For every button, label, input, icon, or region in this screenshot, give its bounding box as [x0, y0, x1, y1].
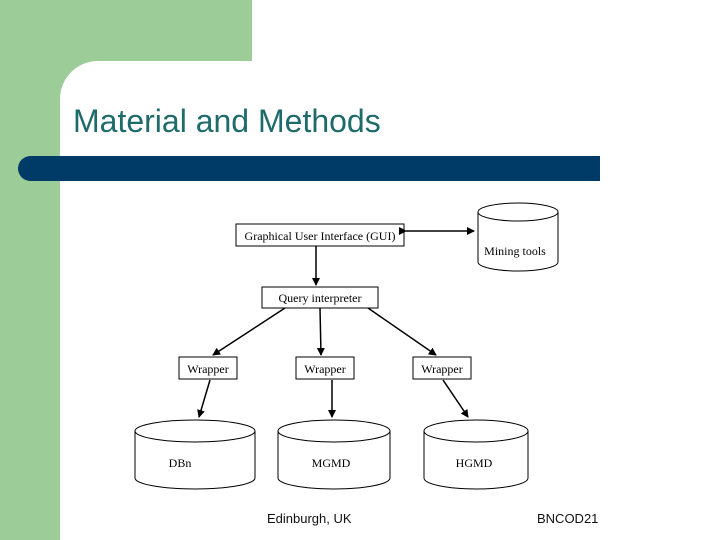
title-underline-bar — [18, 156, 600, 181]
gui-box: Graphical User Interface (GUI) — [235, 223, 405, 247]
mining-tools-database: Mining tools — [477, 202, 559, 272]
db-right-database: HGMD — [423, 419, 529, 490]
footer-conference: BNCOD21 — [537, 511, 599, 526]
wrapper-right-to-db-arrow — [442, 379, 469, 418]
db-center-label: MGMD — [312, 456, 351, 470]
slide-title: Material and Methods — [73, 103, 381, 139]
query-interpreter-box: Query interpreter — [261, 286, 379, 309]
wrapper-right-label: Wrapper — [421, 362, 463, 376]
mining-tools-label: Mining tools — [484, 244, 546, 258]
db-right-label: HGMD — [456, 456, 493, 470]
db-left-database: DBn — [134, 419, 256, 490]
wrapper-left-box: Wrapper — [178, 356, 238, 380]
wrapper-center-box: Wrapper — [295, 356, 355, 380]
db-center-database: MGMD — [277, 419, 391, 490]
footer-location: Edinburgh, UK — [267, 511, 352, 526]
query-interpreter-label: Query interpreter — [279, 291, 362, 305]
wrapper-right-box: Wrapper — [412, 356, 472, 380]
query-to-wrapper-left-arrow — [212, 307, 286, 356]
wrapper-left-to-db-arrow — [197, 379, 211, 418]
gui-label: Graphical User Interface (GUI) — [245, 229, 396, 243]
db-left-label: DBn — [169, 456, 192, 470]
query-to-wrapper-center-arrow — [316, 307, 325, 356]
wrapper-left-label: Wrapper — [187, 362, 229, 376]
query-to-wrapper-right-arrow — [367, 307, 437, 356]
wrapper-center-label: Wrapper — [304, 362, 346, 376]
